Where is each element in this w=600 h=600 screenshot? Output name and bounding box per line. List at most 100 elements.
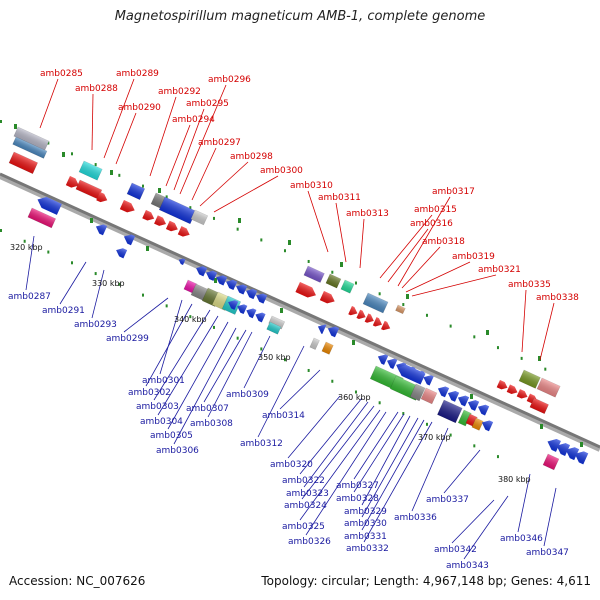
gene-label-amb0313[interactable]: amb0313 bbox=[346, 209, 389, 219]
gene-label-amb0320[interactable]: amb0320 bbox=[270, 460, 313, 470]
gene-label-amb0335[interactable]: amb0335 bbox=[508, 280, 551, 290]
gene-label-amb0331[interactable]: amb0331 bbox=[344, 532, 387, 542]
gene-label-amb0318[interactable]: amb0318 bbox=[422, 237, 465, 247]
tick-dot bbox=[189, 315, 192, 319]
tick-mark bbox=[340, 262, 343, 267]
gene-label-amb0308[interactable]: amb0308 bbox=[190, 419, 233, 429]
tick-mark bbox=[238, 218, 241, 223]
gene-label-amb0309[interactable]: amb0309 bbox=[226, 390, 269, 400]
gene-label-amb0343[interactable]: amb0343 bbox=[446, 561, 489, 571]
gene-label-amb0306[interactable]: amb0306 bbox=[156, 446, 199, 456]
gene-label-amb0292[interactable]: amb0292 bbox=[158, 87, 201, 97]
gene-label-amb0323[interactable]: amb0323 bbox=[286, 489, 329, 499]
leader-line bbox=[279, 369, 321, 410]
gene-label-amb0299[interactable]: amb0299 bbox=[106, 334, 149, 344]
tick-dot bbox=[70, 152, 73, 156]
gene-amb0346 bbox=[556, 443, 571, 457]
accession-text: Accession: NC_007626 bbox=[9, 574, 146, 588]
tick-dot bbox=[449, 324, 452, 328]
gene-amb0300 bbox=[206, 270, 218, 281]
gene-label-amb0317[interactable]: amb0317 bbox=[432, 187, 475, 197]
gene-amb0296 bbox=[190, 209, 209, 226]
gene-label-amb0300[interactable]: amb0300 bbox=[260, 166, 303, 176]
gene-features bbox=[8, 126, 589, 471]
gene-label-amb0330[interactable]: amb0330 bbox=[344, 519, 387, 529]
gene-label-amb0295[interactable]: amb0295 bbox=[186, 99, 229, 109]
gene-amb0300 bbox=[236, 284, 248, 295]
gene-label-amb0289[interactable]: amb0289 bbox=[116, 69, 159, 79]
gene-label-amb0301[interactable]: amb0301 bbox=[142, 376, 185, 386]
tick-dot bbox=[378, 401, 381, 405]
leader-line bbox=[287, 395, 341, 459]
gene-label-amb0311[interactable]: amb0311 bbox=[318, 193, 361, 203]
gene-amb0342 bbox=[542, 453, 560, 471]
gene-label-amb0303[interactable]: amb0303 bbox=[136, 402, 179, 412]
gene-label-amb0327[interactable]: amb0327 bbox=[336, 481, 379, 491]
gene-label-amb0328[interactable]: amb0328 bbox=[336, 494, 379, 504]
leader-line bbox=[299, 397, 363, 475]
gene-label-amb0332[interactable]: amb0332 bbox=[346, 544, 389, 554]
gene-label-amb0322[interactable]: amb0322 bbox=[282, 476, 325, 486]
tick-label: 380 kbp bbox=[498, 475, 531, 484]
gene-label-amb0305[interactable]: amb0305 bbox=[150, 431, 193, 441]
tick-dot bbox=[331, 270, 334, 274]
gene-label-amb0293[interactable]: amb0293 bbox=[74, 320, 117, 330]
gene-label-amb0307[interactable]: amb0307 bbox=[186, 404, 229, 414]
tick-dot bbox=[354, 281, 357, 285]
gene-label-amb0290[interactable]: amb0290 bbox=[118, 103, 161, 113]
tick-label: 340 kbp bbox=[174, 315, 207, 324]
gene-label-amb0298[interactable]: amb0298 bbox=[230, 152, 273, 162]
tick-dot bbox=[544, 367, 547, 371]
gene-label-amb0324[interactable]: amb0324 bbox=[284, 501, 327, 511]
gene-label-amb0316[interactable]: amb0316 bbox=[410, 219, 453, 229]
gene-label-amb0288[interactable]: amb0288 bbox=[75, 84, 118, 94]
leader-line bbox=[361, 419, 425, 531]
leader-line bbox=[167, 321, 229, 430]
gene-label-amb0321[interactable]: amb0321 bbox=[478, 265, 521, 275]
gene-label-amb0346[interactable]: amb0346 bbox=[500, 534, 543, 544]
gene-label-amb0336[interactable]: amb0336 bbox=[394, 513, 437, 523]
gene-label-amb0319[interactable]: amb0319 bbox=[452, 252, 495, 262]
gene-label-amb0314[interactable]: amb0314 bbox=[262, 411, 305, 421]
gene-label-amb0337[interactable]: amb0337 bbox=[426, 495, 469, 505]
gene-label-amb0294[interactable]: amb0294 bbox=[172, 115, 215, 125]
gene-amb0293a bbox=[119, 200, 135, 213]
tick-label: 330 kbp bbox=[92, 279, 125, 288]
minor-tick-dots bbox=[0, 120, 583, 459]
gene-amb0310b bbox=[327, 326, 340, 338]
tick-dot bbox=[473, 444, 476, 448]
gene-label-amb0347[interactable]: amb0347 bbox=[526, 548, 569, 558]
gene-label-amb0285[interactable]: amb0285 bbox=[40, 69, 83, 79]
gene-amb0330 bbox=[477, 404, 490, 416]
leader-line bbox=[157, 315, 219, 416]
leader-line bbox=[307, 190, 329, 253]
gene-label-amb0315[interactable]: amb0315 bbox=[414, 205, 457, 215]
tick-dot bbox=[118, 173, 121, 177]
leader-line bbox=[305, 411, 387, 536]
tick-dot bbox=[236, 336, 239, 340]
gene-label-amb0329[interactable]: amb0329 bbox=[344, 507, 387, 517]
gene-label-amb0297[interactable]: amb0297 bbox=[198, 138, 241, 148]
gene-label-amb0296[interactable]: amb0296 bbox=[208, 75, 251, 85]
gene-amb0300 bbox=[196, 266, 208, 277]
gene-amb0320 bbox=[423, 375, 434, 386]
gene-label-amb0342[interactable]: amb0342 bbox=[434, 545, 477, 555]
gene-label-amb0304[interactable]: amb0304 bbox=[140, 417, 183, 427]
tick-dot bbox=[94, 272, 97, 276]
gene-label-amb0291[interactable]: amb0291 bbox=[42, 306, 85, 316]
gene-label-amb0325[interactable]: amb0325 bbox=[282, 522, 325, 532]
gene-labels: amb0285 amb0288 amb0289 amb0290 amb0292 amb02… bbox=[8, 69, 579, 571]
gene-amb0308 bbox=[266, 321, 282, 335]
gene-label-amb0312[interactable]: amb0312 bbox=[240, 439, 283, 449]
gene-label-amb0338[interactable]: amb0338 bbox=[536, 293, 579, 303]
gene-label-amb0310[interactable]: amb0310 bbox=[290, 181, 333, 191]
tick-dot bbox=[307, 259, 310, 263]
leader-line bbox=[159, 299, 183, 375]
gene-amb0297 bbox=[177, 226, 190, 237]
gene-amb0307 bbox=[268, 315, 286, 330]
leader-line bbox=[153, 309, 211, 401]
gene-label-amb0287[interactable]: amb0287 bbox=[8, 292, 51, 302]
tick-mark bbox=[406, 294, 409, 299]
gene-label-amb0326[interactable]: amb0326 bbox=[288, 537, 331, 547]
gene-label-amb0302[interactable]: amb0302 bbox=[128, 388, 171, 398]
